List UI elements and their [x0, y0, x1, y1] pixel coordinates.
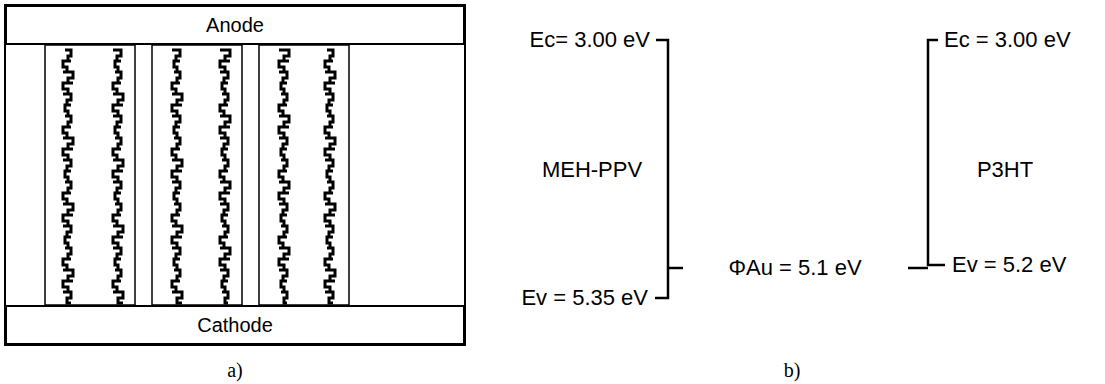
polymer-chain	[325, 50, 335, 303]
electrode-band: Anode	[5, 5, 465, 45]
energy-level: Ev = 5.2 eV	[950, 253, 1068, 277]
polymer-chain	[220, 50, 230, 303]
energy-level: Ec= 3.00 eV	[528, 28, 652, 52]
electrode-label: Anode	[206, 14, 264, 36]
polymer-chain	[113, 50, 123, 303]
p3ht-bracket	[928, 40, 945, 265]
channel	[152, 45, 242, 305]
material-name: MEH-PPV	[540, 158, 644, 182]
polymer-chain	[172, 50, 182, 303]
device-frame	[5, 5, 465, 345]
energy-level: Ev = 5.35 eV	[519, 286, 650, 310]
work-function: ΦAu = 5.1 eV	[726, 256, 863, 280]
polymer-chain	[279, 50, 289, 303]
polymer-chain	[63, 50, 73, 303]
polymer-channels	[45, 45, 349, 305]
p3ht-contact	[908, 267, 928, 270]
meh-ppv-bracket	[655, 40, 668, 298]
channel	[45, 45, 135, 305]
energy-levels	[655, 40, 945, 298]
energy-level: Ec = 3.00 eV	[942, 28, 1073, 52]
meh-ppv-contact	[668, 267, 683, 270]
panel-label: b)	[782, 359, 803, 381]
material-name: P3HT	[975, 158, 1035, 182]
channel	[259, 45, 349, 305]
electrode-label: Cathode	[197, 314, 273, 336]
electrode-band: Cathode	[5, 305, 465, 345]
panel-label: a)	[225, 359, 245, 381]
